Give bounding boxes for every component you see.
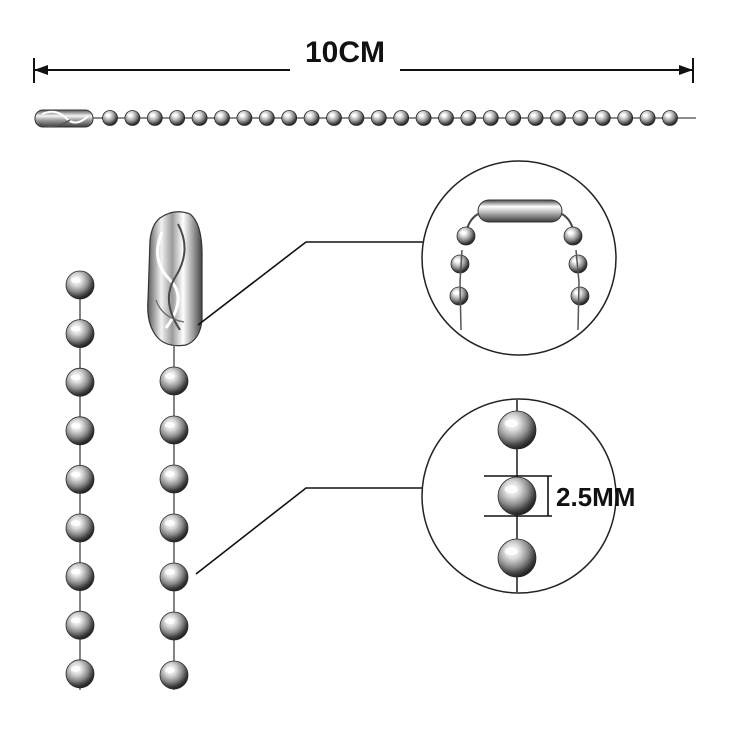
chain-ball: [415, 110, 432, 126]
chain-ball: [65, 464, 95, 494]
zoom-chain-ball: [497, 410, 537, 450]
chain-ball: [594, 110, 611, 126]
chain-ball: [65, 367, 95, 397]
horizontal-chain: [34, 109, 696, 128]
chain-ball: [191, 110, 208, 126]
chain-ball: [159, 611, 189, 641]
chain-ball: [303, 110, 320, 126]
leader-line-top: [197, 241, 425, 326]
chain-ball: [159, 464, 189, 494]
chain-ball: [639, 110, 656, 126]
ball-diameter-label: 2.5MM: [556, 482, 635, 512]
chain-ball: [258, 110, 275, 126]
vertical-chain-right: [147, 211, 203, 690]
zoom-chain-ball: [570, 286, 590, 306]
chain-ball: [662, 110, 678, 126]
chain-ball: [326, 110, 342, 126]
zoom-chain-ball: [563, 226, 583, 246]
arrowhead-right: [679, 65, 693, 75]
chain-ball: [214, 110, 230, 126]
chain-ball: [159, 513, 189, 543]
vertical-clasp: [147, 211, 203, 347]
chain-ball: [527, 110, 544, 126]
chain-ball: [348, 110, 365, 126]
zoom-chain-ball: [449, 286, 469, 306]
chain-ball: [159, 415, 189, 445]
arrowhead-left: [34, 65, 48, 75]
chain-ball: [159, 366, 189, 396]
chain-ball: [550, 110, 566, 126]
chain-ball: [236, 110, 253, 126]
vertical-chain-left: [65, 270, 95, 690]
zoom-chain-ball: [497, 538, 537, 578]
chain-ball: [65, 270, 95, 300]
chain-ball: [169, 110, 186, 126]
horizontal-clasp: [34, 109, 94, 128]
zoom-clasp-tube: [477, 199, 563, 223]
chain-ball: [505, 110, 522, 126]
zoom-chain-ball: [456, 226, 476, 246]
chain-ball: [102, 110, 118, 126]
chain-ball: [482, 110, 499, 126]
leader-line-bottom: [195, 487, 425, 575]
chain-ball: [617, 110, 634, 126]
chain-ball: [159, 660, 189, 690]
chain-ball: [65, 319, 95, 349]
chain-ball: [65, 562, 95, 591]
chain-ball: [438, 110, 454, 126]
length-dimension: 10CM: [33, 36, 694, 83]
chain-ball: [146, 110, 163, 126]
clasp-zoom-circle: [421, 160, 617, 356]
chain-ball: [65, 513, 95, 543]
chain-ball: [124, 110, 141, 126]
zoom-chain-ball: [497, 476, 537, 516]
chain-ball: [572, 110, 589, 126]
chain-ball: [159, 562, 189, 592]
ball-zoom-circle: [421, 398, 617, 594]
chain-ball: [281, 110, 298, 126]
length-label: 10CM: [305, 36, 385, 69]
chain-ball: [460, 110, 477, 126]
chain-ball: [65, 610, 95, 640]
chain-ball: [370, 110, 387, 126]
chain-ball: [65, 416, 95, 446]
chain-ball: [393, 110, 410, 126]
chain-ball: [65, 659, 95, 689]
